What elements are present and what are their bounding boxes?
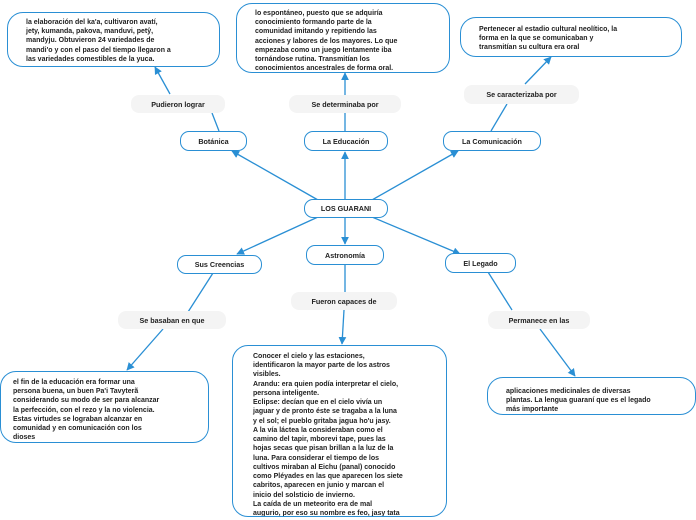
node-botanica[interactable]: Botánica (180, 131, 247, 151)
node-educacion-label: La Educación (322, 136, 370, 146)
link-legado-connector (487, 271, 513, 311)
connector-creencias[interactable]: Se basaban en que (118, 311, 226, 329)
connector-botanica[interactable]: Pudieron lograr (131, 95, 225, 113)
root-label: LOS GUARANI (320, 204, 372, 213)
node-botanica-label: Botánica (198, 136, 229, 146)
node-legado[interactable]: El Legado (445, 253, 516, 273)
connector-legado[interactable]: Permanece en las (488, 311, 590, 329)
leaf-botanica-text: la elaboración del ka'a, cultivaron avat… (26, 19, 171, 63)
link-root-comunicacion (371, 150, 459, 201)
root-node[interactable]: LOS GUARANI (304, 199, 388, 218)
node-educacion[interactable]: La Educación (304, 131, 388, 151)
leaf-astronomia-text: Conocer el cielo y las estaciones, ident… (253, 353, 403, 517)
connector-legado-text: Permanece en las (508, 315, 570, 325)
connector-astronomia-text: Fueron capaces de (311, 296, 377, 306)
link-comunicacion-connector (490, 103, 508, 132)
link-connector-legado-text (539, 328, 576, 377)
leaf-legado-text: aplicaciones medicinales de diversas pla… (506, 388, 651, 414)
leaf-legado[interactable]: aplicaciones medicinales de diversas pla… (487, 377, 696, 415)
link-root-creencias (236, 216, 319, 255)
link-connector-creencias-text (126, 328, 164, 371)
leaf-creencias[interactable]: el fin de la educación era formar una pe… (0, 371, 209, 443)
link-creencias-connector (187, 272, 214, 313)
connector-comunicacion-text: Se caracterizaba por (486, 90, 557, 99)
connector-botanica-text: Pudieron lograr (151, 99, 205, 109)
link-root-botanica (231, 150, 319, 201)
node-astronomia-label: Astronomía (325, 250, 365, 260)
leaf-astronomia[interactable]: Conocer el cielo y las estaciones, ident… (232, 345, 447, 517)
link-connector-astronomia-text (338, 309, 347, 345)
link-connector-comunicacion-text (524, 56, 552, 85)
leaf-botanica[interactable]: la elaboración del ka'a, cultivaron avat… (7, 12, 220, 67)
node-comunicacion-label: La Comunicación (462, 136, 522, 146)
link-connector-botanica-text (154, 66, 171, 95)
leaf-educacion-text: lo espontáneo, puesto que se adquiría co… (255, 10, 398, 73)
leaf-comunicacion[interactable]: Pertenecer al estadio cultural neolítico… (460, 17, 682, 57)
leaf-creencias-text: el fin de la educación era formar una pe… (13, 379, 160, 442)
node-legado-label: El Legado (463, 258, 498, 268)
node-astronomia[interactable]: Astronomía (306, 245, 384, 265)
connector-comunicacion[interactable]: Se caracterizaba por (464, 85, 579, 104)
leaf-educacion[interactable]: lo espontáneo, puesto que se adquiría co… (236, 3, 450, 73)
connector-educacion-text: Se determinaba por (311, 99, 379, 109)
node-comunicacion[interactable]: La Comunicación (443, 131, 541, 151)
leaf-comunicacion-text: Pertenecer al estadio cultural neolítico… (479, 26, 618, 52)
connector-educacion[interactable]: Se determinaba por (289, 95, 401, 113)
link-root-legado (371, 216, 461, 255)
link-botanica-connector (211, 112, 220, 132)
node-creencias[interactable]: Sus Creencias (177, 255, 262, 274)
node-creencias-label: Sus Creencias (194, 260, 245, 269)
connector-creencias-text: Se basaban en que (139, 315, 205, 325)
connector-astronomia[interactable]: Fueron capaces de (291, 292, 397, 310)
